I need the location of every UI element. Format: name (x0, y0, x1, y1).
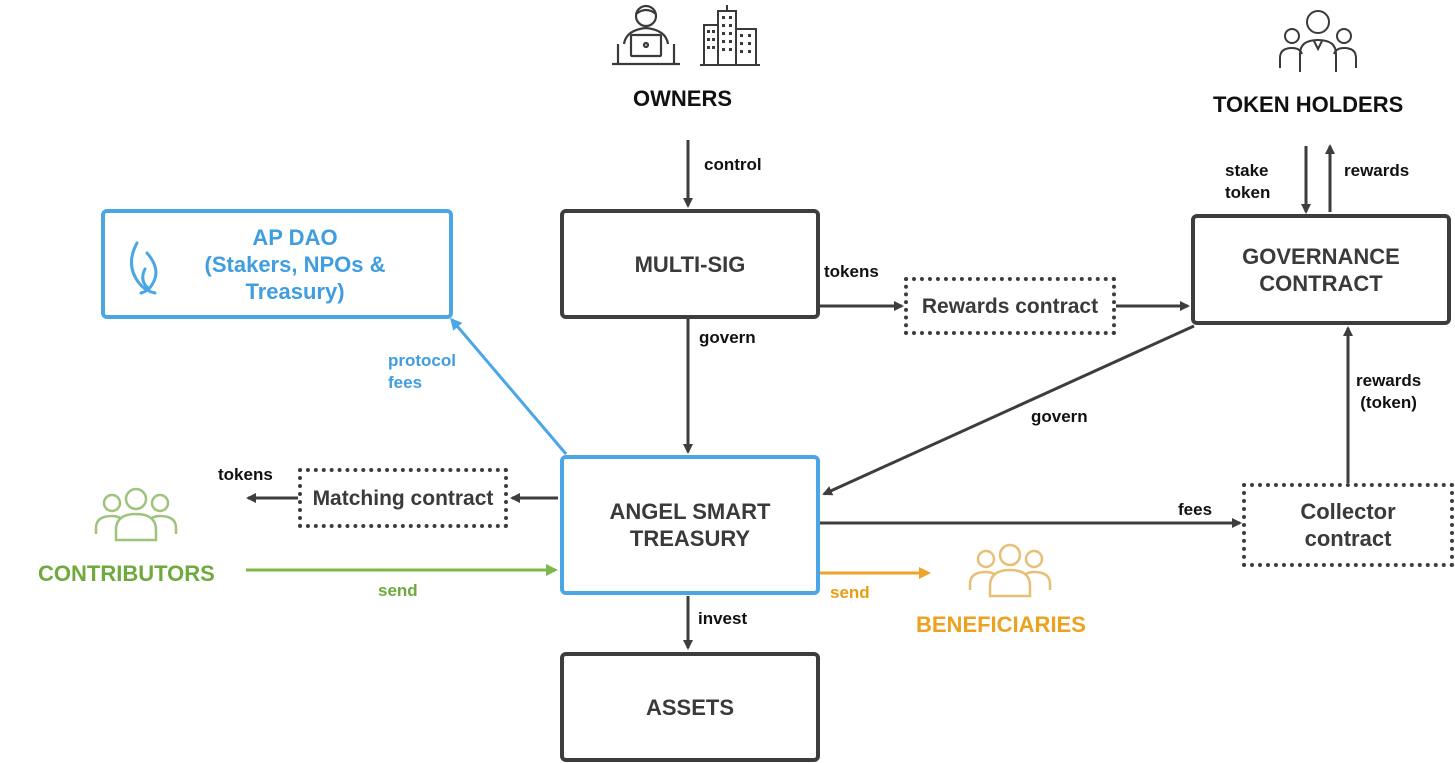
multisig-box: MULTI-SIG (560, 209, 820, 319)
rewards-contract-box: Rewards contract (904, 277, 1116, 335)
treasury-line-2: TREASURY (629, 526, 751, 551)
arrow-protocol-fees (450, 317, 568, 455)
ap-dao-box: AP DAO (Stakers, NPOs & Treasury) (101, 209, 453, 319)
edge-label-rewards-token: rewards (token) (1356, 370, 1421, 414)
matching-contract-label: Matching contract (312, 486, 494, 510)
edge-label-rewards: rewards (1344, 161, 1410, 180)
edge-label-stake-token: stake token (1225, 160, 1270, 204)
collector-line-1: Collector (1300, 499, 1396, 524)
rewards-token-line-2: (token) (1360, 393, 1417, 412)
collector-line-2: contract (1304, 526, 1392, 551)
ap-dao-label: AP DAO (Stakers, NPOs & Treasury) (205, 224, 386, 305)
edge-label-govern-multisig: govern (699, 328, 756, 347)
collector-contract-box: Collector contract (1242, 483, 1454, 567)
group-icon-token-holders (1279, 10, 1357, 72)
ap-dao-line-1: AP DAO (252, 224, 338, 250)
beneficiaries-title: BENEFICIARIES (916, 612, 1086, 637)
edge-label-protocol-fees: protocol fees (388, 350, 456, 394)
treasury-label: ANGEL SMART TREASURY (610, 498, 771, 552)
angel-smart-treasury-box: ANGEL SMART TREASURY (560, 455, 820, 595)
edge-label-invest: invest (698, 609, 748, 628)
edge-label-tokens-rewards: tokens (824, 262, 879, 281)
edge-label-control: control (704, 155, 762, 174)
matching-contract-box: Matching contract (298, 468, 508, 528)
stake-token-line-1: stake (1225, 161, 1269, 180)
ap-dao-line-3: Treasury) (245, 278, 345, 304)
governance-line-2: CONTRACT (1259, 270, 1383, 296)
governance-label: GOVERNANCE CONTRACT (1242, 243, 1400, 297)
protocol-fees-line-1: protocol (388, 351, 456, 370)
governance-line-1: GOVERNANCE (1242, 243, 1400, 269)
group-icon-contributors (94, 487, 178, 542)
edge-label-send-beneficiaries: send (830, 583, 870, 602)
assets-label: ASSETS (645, 694, 735, 720)
assets-box: ASSETS (560, 652, 820, 762)
contributors-title: CONTRIBUTORS (38, 561, 215, 586)
edge-label-govern-governance: govern (1031, 407, 1088, 426)
flame-icon (130, 241, 158, 295)
collector-label: Collector contract (1300, 498, 1395, 552)
protocol-fees-line-2: fees (388, 373, 423, 392)
token-holders-title: TOKEN HOLDERS (1213, 92, 1404, 117)
arrow-govern-governance (822, 324, 1195, 496)
edge-label-send-contributors: send (378, 581, 418, 600)
stake-token-line-2: token (1225, 183, 1271, 202)
governance-contract-box: GOVERNANCE CONTRACT (1191, 214, 1451, 325)
owners-title: OWNERS (633, 86, 732, 111)
buildings-icon (700, 5, 760, 66)
treasury-line-1: ANGEL SMART (609, 499, 771, 524)
edge-label-tokens-matching: tokens (218, 465, 273, 484)
person-laptop-icon (612, 4, 680, 66)
rewards-token-line-1: rewards (1356, 371, 1422, 390)
group-icon-beneficiaries (968, 543, 1052, 598)
multisig-label: MULTI-SIG (634, 251, 746, 277)
edge-label-fees: fees (1178, 500, 1213, 519)
rewards-contract-label: Rewards contract (921, 294, 1099, 318)
ap-dao-line-2: (Stakers, NPOs & (204, 251, 386, 277)
